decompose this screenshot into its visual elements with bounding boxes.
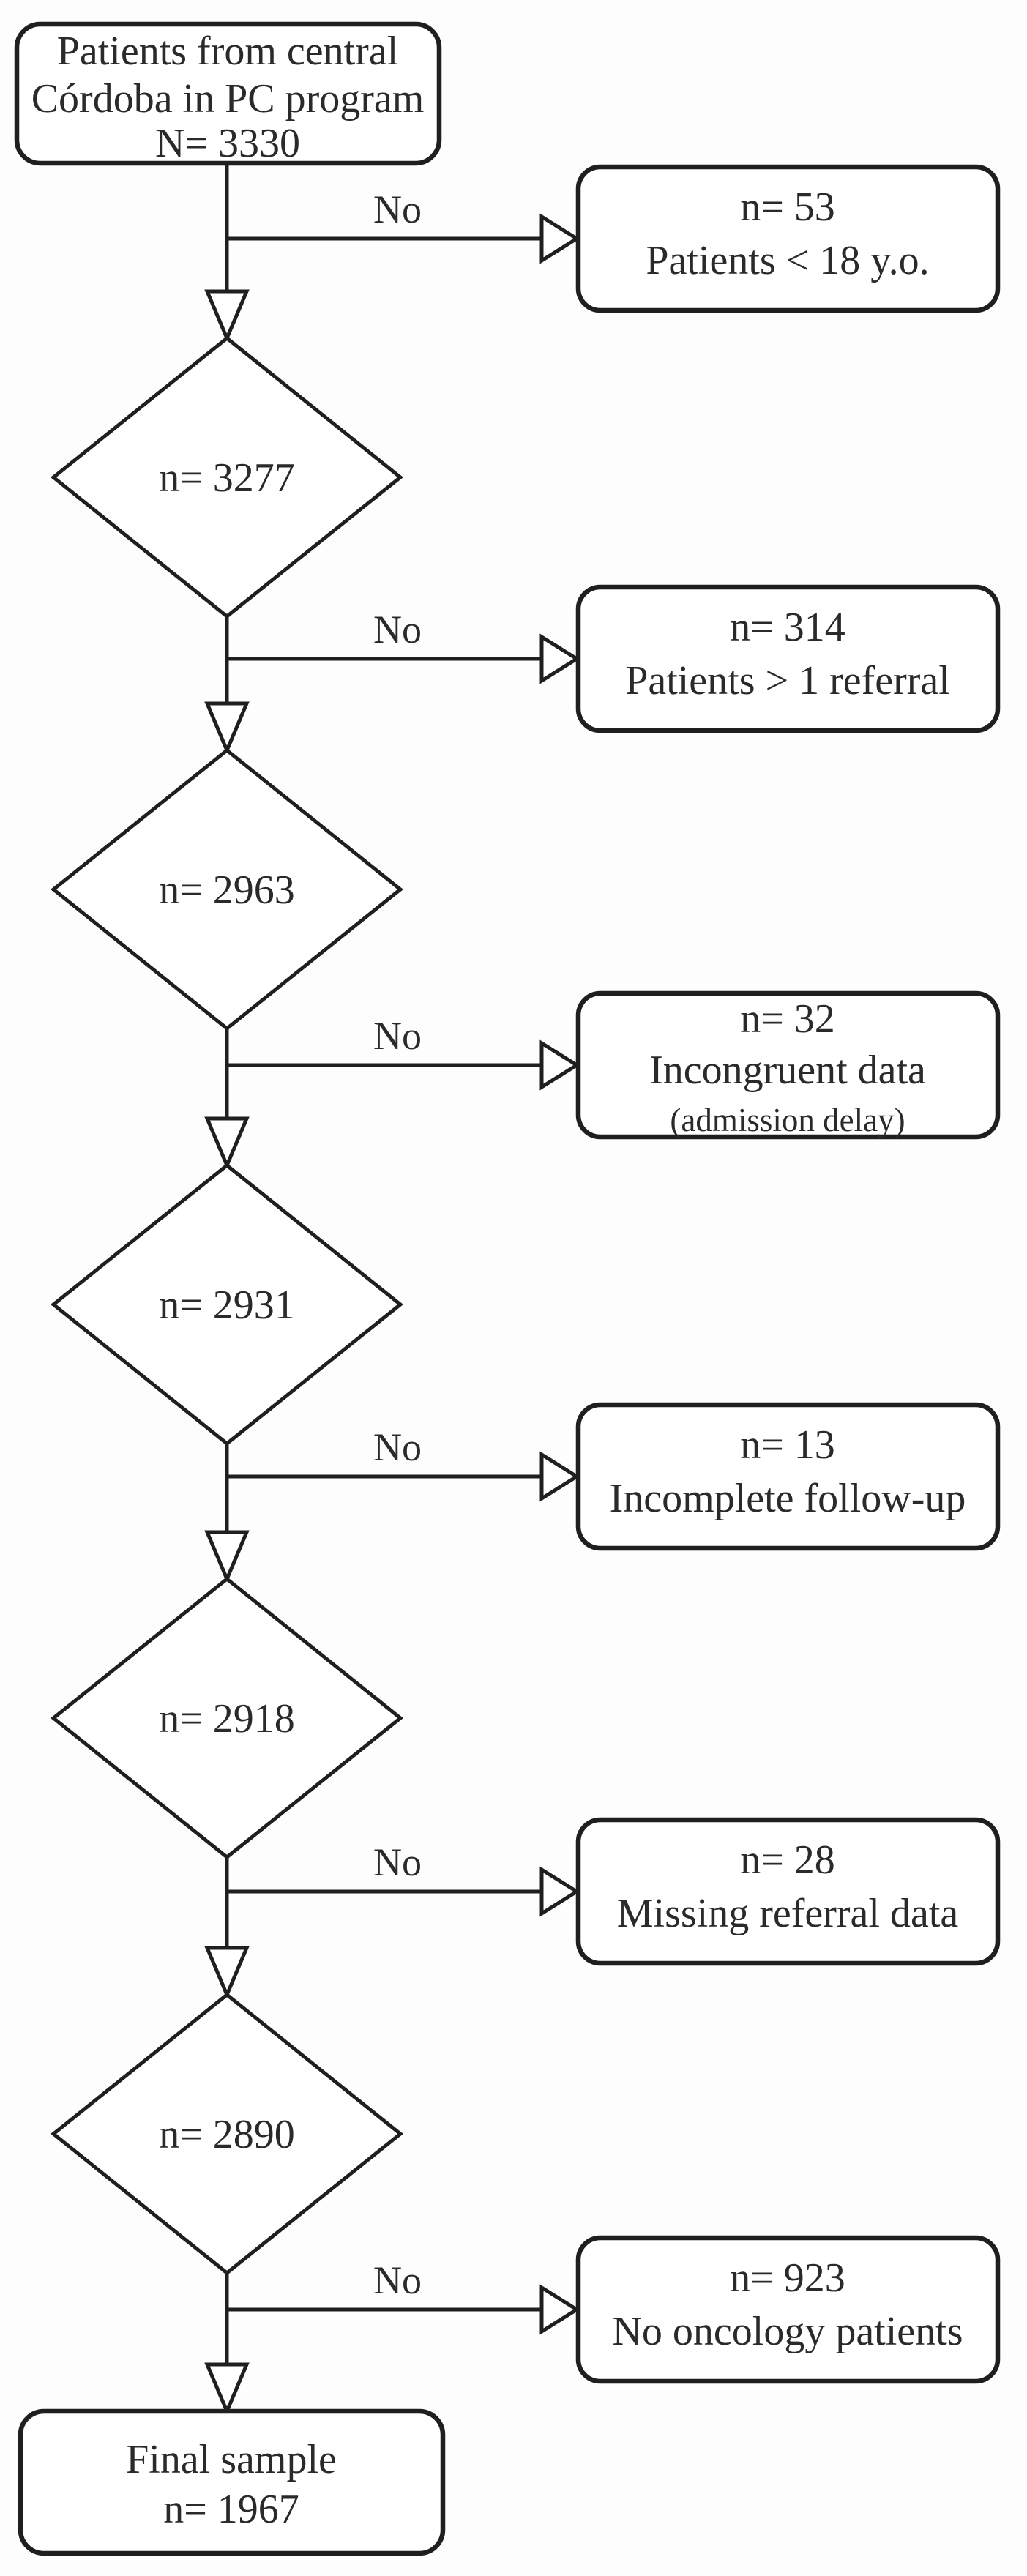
arrowhead-down-icon <box>204 1530 250 1584</box>
exclusion-4-line-2: Incomplete follow-up <box>610 1476 966 1521</box>
exclusion-5-line-1: n= 28 <box>740 1837 835 1883</box>
start-box-line-3: N= 3330 <box>155 121 300 166</box>
segment-4: No n= 13 Incomplete follow-up <box>204 1402 1001 1584</box>
arrowhead-right-icon <box>539 1039 580 1091</box>
decision-node-2: n= 2963 <box>51 747 403 1031</box>
start-box-line-2: Córdoba in PC program <box>31 76 425 122</box>
arrowhead-right-icon <box>539 1451 580 1502</box>
decision-node-5: n= 2890 <box>51 1992 403 2276</box>
exclusion-3-line-1: n= 32 <box>740 996 835 1042</box>
end-box-line-2: n= 1967 <box>163 2487 299 2532</box>
exclusion-2-line-1: n= 314 <box>730 605 845 650</box>
arrowhead-right-icon <box>539 1866 580 1917</box>
segment-2: No n= 314 Patients > 1 referral <box>204 584 1001 755</box>
exclusion-2-line-2: Patients > 1 referral <box>625 658 950 703</box>
exclusion-6-line-2: No oncology patients <box>612 2309 963 2354</box>
decision-node-4: n= 2918 <box>51 1576 403 1860</box>
decision-node-1: n= 3277 <box>51 335 403 619</box>
no-label: No <box>373 1014 422 1058</box>
decision-5-label: n= 2890 <box>159 2112 295 2157</box>
exclusion-1-line-2: Patients < 18 y.o. <box>646 238 929 283</box>
segment-5: No n= 28 Missing referral data <box>204 1817 1001 2000</box>
arrowhead-down-icon <box>204 289 250 343</box>
segment-1: No n= 53 Patients < 18 y.o. <box>204 163 1001 343</box>
segment-6: No n= 923 No oncology patients <box>204 2235 1001 2416</box>
arrowhead-down-icon <box>204 2362 250 2416</box>
no-label: No <box>373 1425 422 1469</box>
segment-3: No n= 32 Incongruent data (admission del… <box>204 990 1001 1171</box>
end-box-line-1: Final sample <box>126 2437 337 2482</box>
exclusion-1-line-1: n= 53 <box>740 184 835 230</box>
arrowhead-down-icon <box>204 1116 250 1171</box>
start-node: Patients from central Córdoba in PC prog… <box>14 21 442 166</box>
decision-4-label: n= 2918 <box>159 1696 295 1741</box>
no-label: No <box>373 608 422 652</box>
arrowhead-right-icon <box>539 213 580 264</box>
exclusion-box-2 <box>575 584 1001 733</box>
exclusion-3-line-2: Incongruent data <box>649 1048 926 1093</box>
no-label: No <box>373 187 422 231</box>
end-box <box>18 2408 446 2556</box>
exclusion-box-1 <box>575 164 1001 313</box>
exclusion-box-4 <box>575 1402 1001 1551</box>
exclusion-5-line-2: Missing referral data <box>617 1891 959 1936</box>
arrowhead-down-icon <box>204 701 250 755</box>
decision-2-label: n= 2963 <box>159 867 295 913</box>
no-label: No <box>373 2258 422 2302</box>
exclusion-3-line-3: (admission delay) <box>670 1102 905 1138</box>
arrowhead-down-icon <box>204 1946 250 2000</box>
exclusion-6-line-1: n= 923 <box>730 2255 845 2301</box>
decision-node-3: n= 2931 <box>51 1162 403 1446</box>
arrowhead-right-icon <box>539 2284 580 2335</box>
decision-3-label: n= 2931 <box>159 1283 295 1328</box>
exclusion-box-5 <box>575 1817 1001 1966</box>
end-node: Final sample n= 1967 <box>18 2408 446 2556</box>
exclusion-box-6 <box>575 2235 1001 2384</box>
decision-1-label: n= 3277 <box>159 455 295 501</box>
exclusion-box-3 <box>575 990 1001 1140</box>
start-box-line-1: Patients from central <box>57 29 399 74</box>
exclusion-4-line-1: n= 13 <box>740 1422 835 1468</box>
no-label: No <box>373 1840 422 1884</box>
arrowhead-right-icon <box>539 633 580 684</box>
